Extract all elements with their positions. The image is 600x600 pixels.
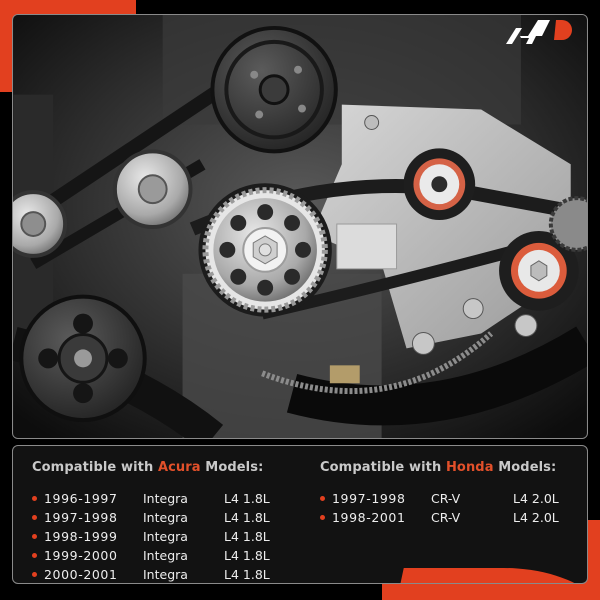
engine: L4 2.0L: [513, 491, 559, 506]
years: 1996-1997: [44, 491, 118, 506]
model: CR-V: [431, 491, 461, 506]
ap-brand-logo: [498, 14, 578, 54]
model: Integra: [143, 510, 188, 525]
model: Integra: [143, 529, 188, 544]
vehicle-row: 1999-2000 Integra L4 1.8L: [32, 546, 270, 565]
engine: L4 2.0L: [513, 510, 559, 525]
bullet-icon: [32, 572, 37, 577]
bullet-icon: [32, 553, 37, 558]
bullet-icon: [320, 496, 325, 501]
logo-slash-left: [506, 28, 522, 44]
vehicle-row: 1998-2001 CR-V L4 2.0L: [320, 508, 559, 527]
vehicle-row: 1997-1998 Integra L4 1.8L: [32, 508, 270, 527]
engine-illustration: [13, 15, 587, 438]
vehicle-row: 1998-1999 Integra L4 1.8L: [32, 527, 270, 546]
years: 2000-2001: [44, 567, 118, 582]
bullet-icon: [320, 515, 325, 520]
engine: L4 1.8L: [224, 567, 270, 582]
acura-brand-label: Acura: [157, 460, 201, 475]
bullet-icon: [32, 534, 37, 539]
engine: L4 1.8L: [224, 529, 270, 544]
honda-brand-label: Honda: [445, 460, 494, 475]
model: Integra: [143, 491, 188, 506]
years: 1997-1998: [44, 510, 118, 525]
model: Integra: [143, 567, 188, 582]
years: 1998-1999: [44, 529, 118, 544]
years: 1999-2000: [44, 548, 118, 563]
years: 1998-2001: [332, 510, 406, 525]
model: CR-V: [431, 510, 461, 525]
engine-photo: [12, 14, 588, 439]
decorative-swoosh-line: [378, 583, 518, 584]
honda-section-title: Compatible with Honda Models:: [320, 460, 557, 475]
engine: L4 1.8L: [224, 491, 270, 506]
bullet-icon: [32, 515, 37, 520]
engine: L4 1.8L: [224, 548, 270, 563]
bullet-icon: [32, 496, 37, 501]
model: Integra: [143, 548, 188, 563]
logo-letter-h: [520, 20, 550, 44]
vehicle-row: 1997-1998 CR-V L4 2.0L: [320, 489, 559, 508]
decorative-swoosh: [378, 568, 587, 583]
years: 1997-1998: [332, 491, 406, 506]
logo-letter-p: [554, 20, 572, 40]
vehicle-row: 1996-1997 Integra L4 1.8L: [32, 489, 270, 508]
engine: L4 1.8L: [224, 510, 270, 525]
vehicle-row: 2000-2001 Integra L4 1.8L: [32, 565, 270, 583]
acura-section-title: Compatible with Acura Models:: [32, 460, 264, 475]
